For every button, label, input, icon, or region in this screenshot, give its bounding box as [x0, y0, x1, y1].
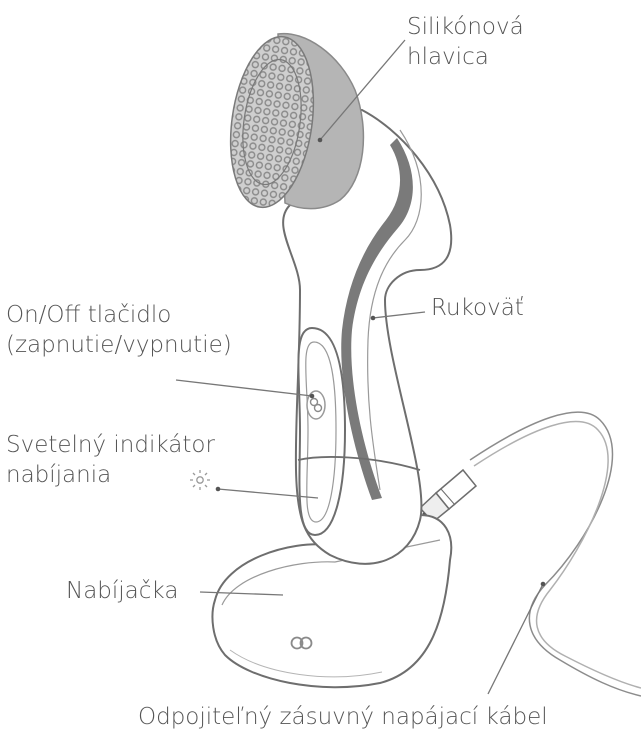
- leader-cable: [488, 584, 543, 694]
- label-onoff-button: On/Off tlačidlo (zapnutie/vypnutie): [6, 300, 232, 360]
- cable-plug: [420, 470, 476, 522]
- label-handle: Rukoväť: [431, 293, 524, 323]
- leader-onoff: [176, 380, 312, 396]
- label-silicone-head: Silikónová hlavica: [407, 12, 524, 72]
- label-charger: Nabíjačka: [66, 576, 178, 606]
- power-cable: [470, 412, 641, 696]
- label-charge-indicator: Svetelný indikátor nabíjania: [6, 430, 215, 490]
- label-cable: Odpojiteľný zásuvný napájací kábel: [138, 702, 548, 732]
- silicone-head: [220, 31, 363, 212]
